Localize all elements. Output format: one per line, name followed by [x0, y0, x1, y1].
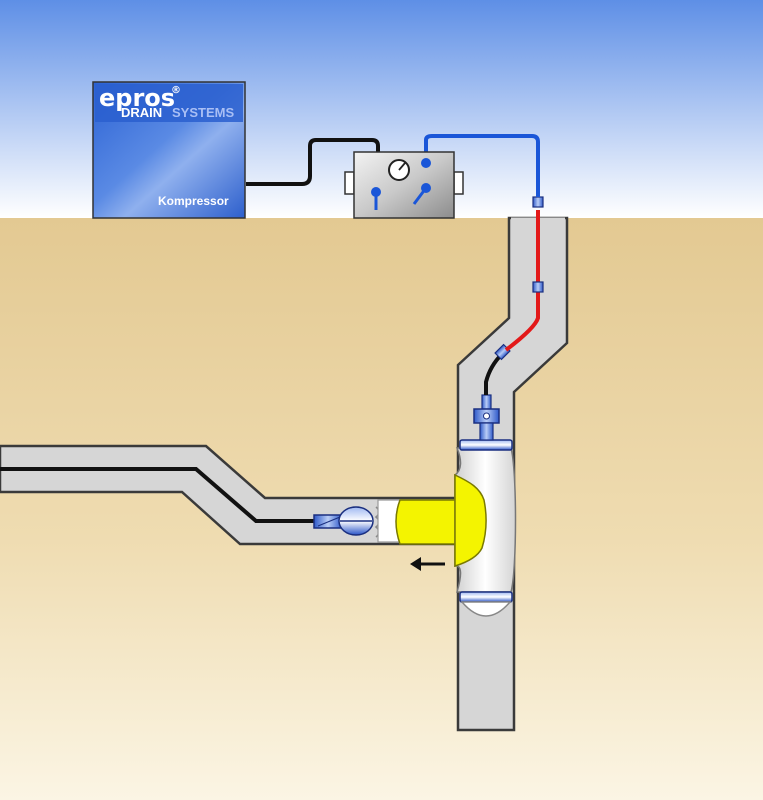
- compressor-brand: epros: [99, 84, 175, 112]
- compressor: epros ® DRAIN SYSTEMS Kompressor: [92, 81, 246, 219]
- packer-connector: [473, 394, 500, 441]
- hose-coupling-1: [532, 196, 544, 208]
- arrow-left-icon: [410, 557, 445, 571]
- compressor-sub-brand-systems: SYSTEMS: [172, 105, 234, 120]
- push-cable: [0, 467, 318, 523]
- control-box: [344, 151, 464, 219]
- pressure-hose: [504, 210, 540, 352]
- packer-top-cap: [459, 439, 513, 451]
- valve-port-1: [421, 158, 431, 168]
- pressure-gauge-icon: [388, 159, 410, 181]
- lateral-robot-head: [313, 506, 380, 538]
- valve-lever-1: [371, 187, 381, 210]
- compressor-label: Kompressor: [158, 194, 229, 208]
- air-hose: [424, 134, 540, 197]
- compressor-sub-brand-drain: DRAIN: [121, 105, 162, 120]
- compressor-hose: [246, 138, 380, 186]
- packer-bottom-cap: [459, 591, 513, 617]
- hose-coupling-2: [532, 281, 544, 293]
- registered-mark: ®: [171, 85, 181, 96]
- valve-lever-2: [412, 183, 431, 205]
